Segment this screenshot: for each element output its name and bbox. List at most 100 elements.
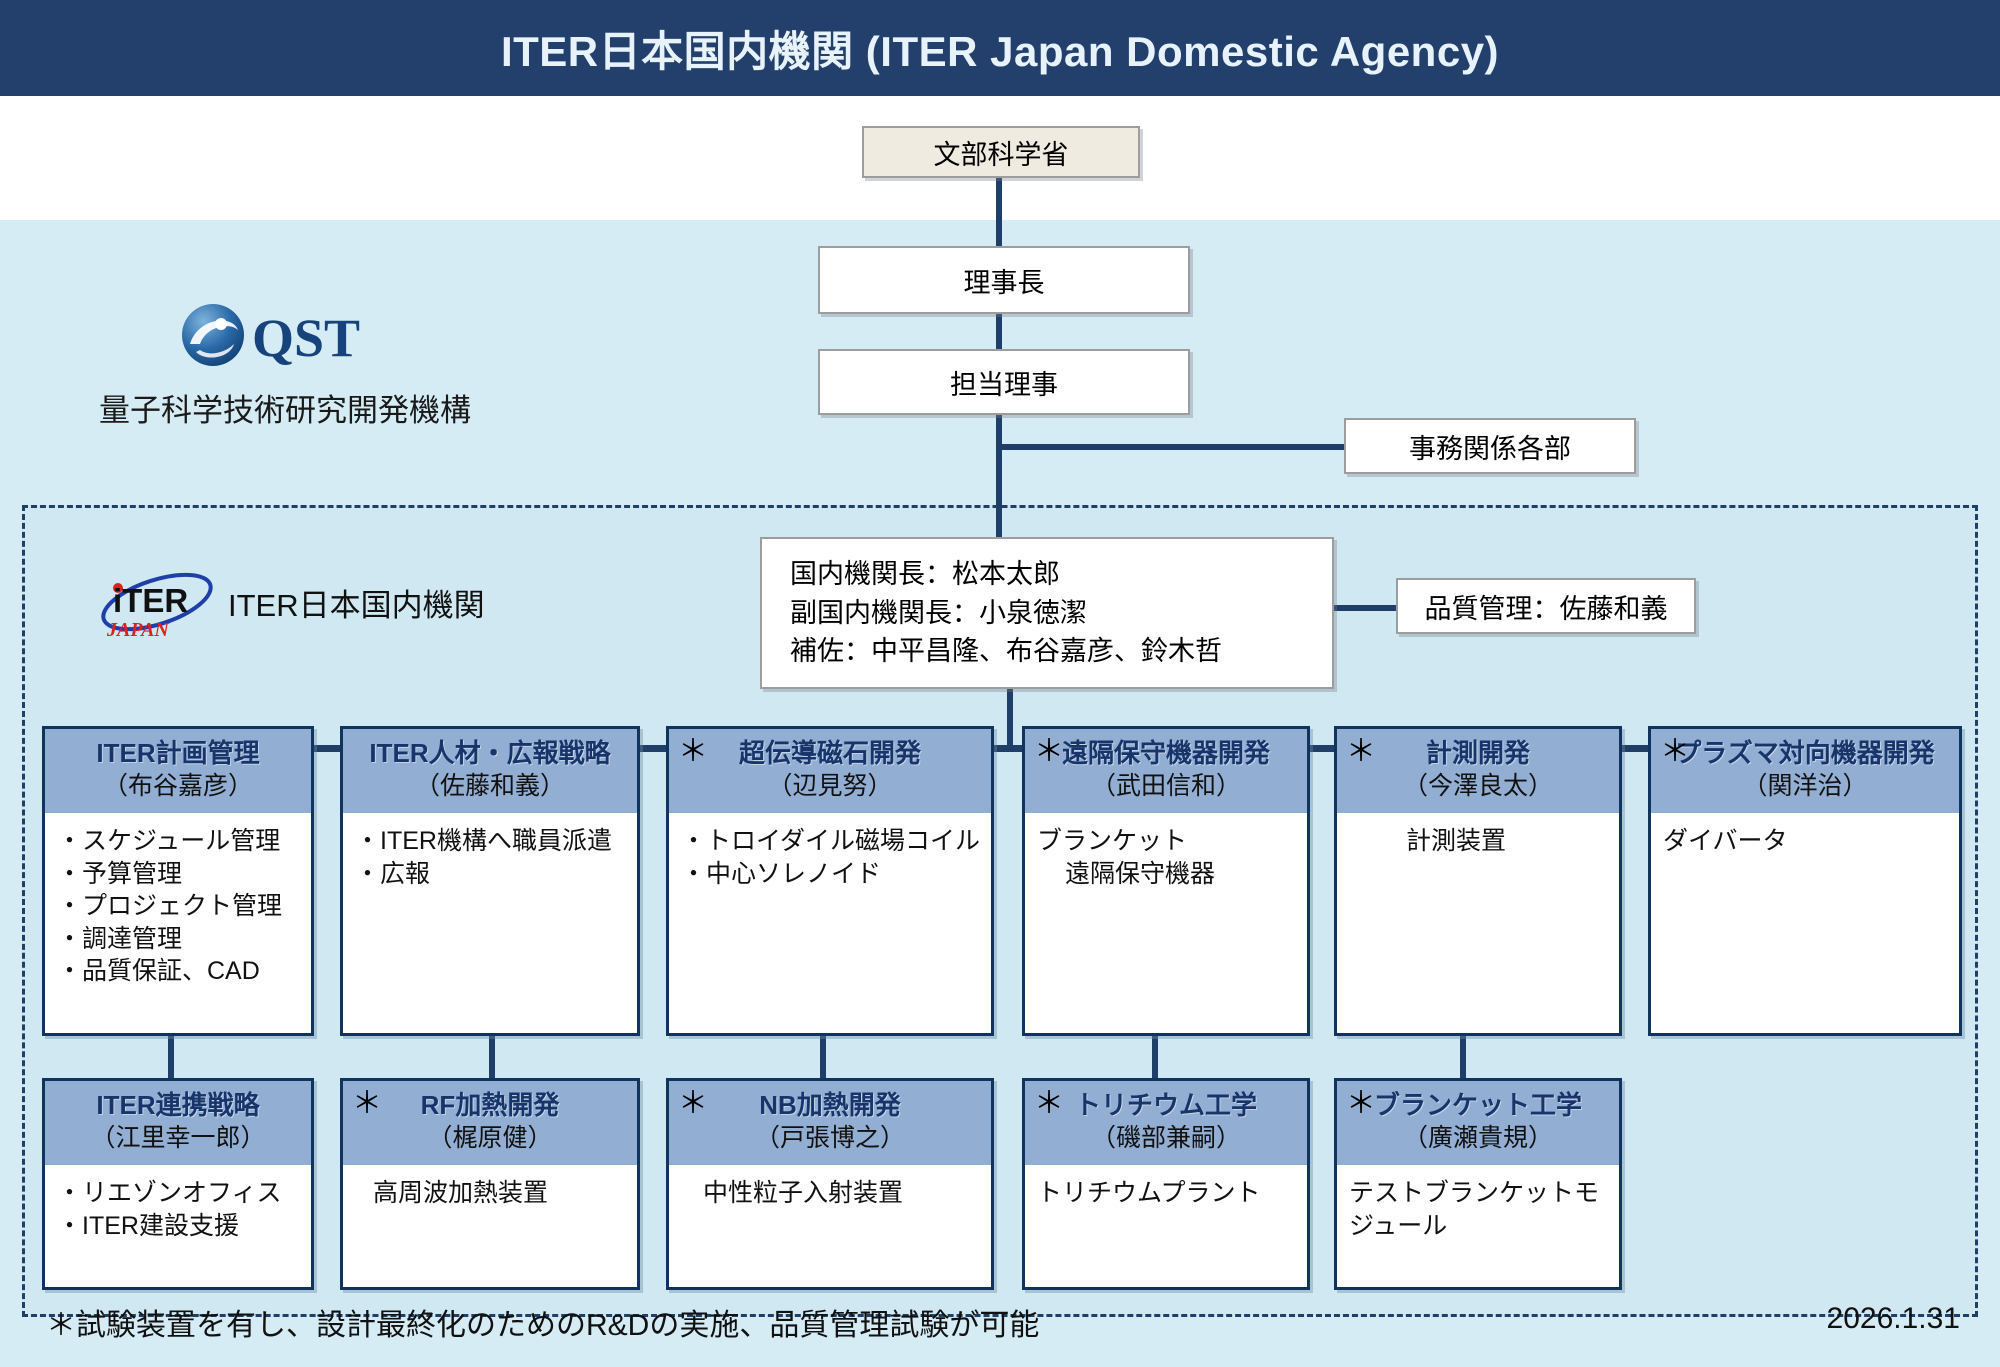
dept-item: ・ITER建設支援 — [57, 1211, 239, 1240]
dept-name: ITER計画管理 — [96, 738, 260, 768]
dept-card[interactable]: ＊ 計測開発 （今澤良太） 計測装置 — [1334, 726, 1622, 1036]
dept-item: 高周波加熱装置 — [373, 1179, 549, 1208]
connector-director-trunk — [996, 413, 1002, 543]
asterisk-marker: ＊ — [352, 1087, 382, 1120]
asterisk-marker: ＊ — [678, 1087, 708, 1120]
connector-ministry-president — [996, 176, 1002, 250]
dept-name: 超伝導磁石開発 — [738, 738, 921, 768]
dept-items: ・トロイダイル磁場コイル ・中心ソレノイド — [669, 813, 991, 1033]
dept-card[interactable]: ＊ 超伝導磁石開発 （辺見努） ・トロイダイル磁場コイル ・中心ソレノイド — [666, 726, 994, 1036]
dept-item: トリチウムプラント — [1037, 1179, 1261, 1208]
dept-lead: （戸張博之） — [754, 1124, 905, 1153]
dept-name: ITER連携戦略 — [96, 1090, 260, 1120]
asterisk-marker: ＊ — [1346, 735, 1376, 768]
quality-management-box[interactable]: 品質管理：佐藤和義 — [1396, 578, 1696, 634]
dept-item: ・調達管理 — [57, 924, 183, 953]
dept-card[interactable]: ITER連携戦略 （江里幸一郎） ・リエゾンオフィス ・ITER建設支援 — [42, 1078, 314, 1290]
assistants: 補佐：中平昌隆、布谷嘉彦、鈴木哲 — [790, 636, 1222, 667]
dept-items: テストブランケットモジュール — [1337, 1165, 1619, 1287]
dept-lead: （江里幸一郎） — [90, 1124, 266, 1153]
connector-riser-r2c4 — [1152, 1036, 1158, 1078]
dept-header: ＊ RF加熱開発 （梶原健） — [343, 1081, 637, 1166]
dept-item: 計測装置 — [1405, 827, 1506, 856]
dept-lead: （辺見努） — [767, 772, 893, 801]
quality-management-label: 品質管理：佐藤和義 — [1424, 593, 1668, 624]
dept-item: ・ITER機構へ職員派遣 — [355, 827, 612, 856]
president-box[interactable]: 理事長 — [818, 246, 1190, 314]
connector-riser-r2c5 — [1460, 1036, 1466, 1078]
dept-lead: （武田信和） — [1090, 772, 1241, 801]
dept-lead: （今澤良太） — [1402, 772, 1553, 801]
dept-items: ブランケット 遠隔保守機器 — [1025, 813, 1307, 1033]
asterisk-marker: ＊ — [1346, 1087, 1376, 1120]
dept-items: トリチウムプラント — [1025, 1165, 1307, 1287]
page-title: ITER日本国内機関 (ITER Japan Domestic Agency) — [500, 27, 1500, 75]
dept-item: ・予算管理 — [57, 859, 183, 888]
dept-item: テストブランケットモジュール — [1349, 1179, 1600, 1240]
admin-departments-label: 事務関係各部 — [1409, 433, 1571, 464]
dept-lead: （関洋治） — [1742, 772, 1868, 801]
asterisk-marker: ＊ — [1660, 735, 1690, 768]
qst-logo: QST — [180, 300, 380, 370]
dept-item: ・広報 — [355, 859, 431, 888]
dept-item: ・プロジェクト管理 — [57, 892, 283, 921]
dept-item: ・品質保証、CAD — [57, 957, 260, 986]
dept-card[interactable]: ITER計画管理 （布谷嘉彦） ・スケジュール管理 ・予算管理 ・プロジェクト管… — [42, 726, 314, 1036]
dept-item: ・トロイダイル磁場コイル — [681, 827, 981, 856]
admin-departments-box[interactable]: 事務関係各部 — [1344, 418, 1636, 474]
dept-item: ・中心ソレノイド — [681, 859, 882, 888]
dept-item: 遠隔保守機器 — [1065, 859, 1216, 888]
dept-header: ＊ 遠隔保守機器開発 （武田信和） — [1025, 729, 1307, 814]
dept-header: ITER連携戦略 （江里幸一郎） — [45, 1081, 311, 1166]
dept-header: ＊ 計測開発 （今澤良太） — [1337, 729, 1619, 814]
connector-director-admin — [996, 444, 1346, 450]
ministry-label: 文部科学省 — [933, 139, 1069, 170]
iter-leadership-box[interactable]: 国内機関長：松本太郎 副国内機関長：小泉徳潔 補佐：中平昌隆、布谷嘉彦、鈴木哲 — [760, 537, 1334, 689]
connector-riser-r2c2 — [489, 1036, 495, 1078]
iter-leadership-lines: 国内機関長：松本太郎 副国内機関長：小泉徳潔 補佐：中平昌隆、布谷嘉彦、鈴木哲 — [790, 555, 1222, 672]
connector-riser-r2c3 — [820, 1036, 826, 1078]
dept-header: ＊ ブランケット工学 （廣瀬貴規） — [1337, 1081, 1619, 1166]
director-box[interactable]: 担当理事 — [818, 349, 1190, 415]
dept-card[interactable]: ＊ 遠隔保守機器開発 （武田信和） ブランケット 遠隔保守機器 — [1022, 726, 1310, 1036]
dept-header: ＊ NB加熱開発 （戸張博之） — [669, 1081, 991, 1166]
dept-items: ダイバータ — [1651, 813, 1959, 1033]
dept-name: 計測開発 — [1425, 738, 1530, 768]
dept-lead: （佐藤和義） — [414, 772, 565, 801]
dept-name: RF加熱開発 — [420, 1090, 560, 1120]
connector-row1-bus — [168, 745, 1821, 752]
dept-card[interactable]: ＊ ブランケット工学 （廣瀬貴規） テストブランケットモジュール — [1334, 1078, 1622, 1290]
dept-header: ITER人材・広報戦略 （佐藤和義） — [343, 729, 637, 814]
chart-date: 2026.1.31 — [1826, 1302, 1960, 1335]
dept-items: ・リエゾンオフィス ・ITER建設支援 — [45, 1165, 311, 1287]
director-label: 担当理事 — [950, 369, 1058, 400]
deputy-head-of-agency: 副国内機関長：小泉徳潔 — [790, 597, 1087, 628]
dept-card[interactable]: ＊ プラズマ対向機器開発 （関洋治） ダイバータ — [1648, 726, 1962, 1036]
head-of-agency: 国内機関長：松本太郎 — [790, 558, 1060, 589]
dept-item: ダイバータ — [1663, 827, 1788, 856]
iter-japan-label: ITER日本国内機関 — [228, 588, 485, 623]
page-title-bar: ITER日本国内機関 (ITER Japan Domestic Agency) — [0, 0, 2000, 96]
connector-head-row1-trunk — [1007, 689, 1013, 751]
dept-card[interactable]: ＊ RF加熱開発 （梶原健） 高周波加熱装置 — [340, 1078, 640, 1290]
dept-items: 高周波加熱装置 — [343, 1165, 637, 1287]
dept-name: ITER人材・広報戦略 — [369, 738, 611, 768]
dept-card[interactable]: ＊ トリチウム工学 （磯部兼嗣） トリチウムプラント — [1022, 1078, 1310, 1290]
president-label: 理事長 — [963, 267, 1045, 298]
dept-card[interactable]: ITER人材・広報戦略 （佐藤和義） ・ITER機構へ職員派遣 ・広報 — [340, 726, 640, 1036]
svg-text:QST: QST — [252, 308, 360, 368]
ministry-box[interactable]: 文部科学省 — [862, 126, 1140, 178]
dept-header: ＊ プラズマ対向機器開発 （関洋治） — [1651, 729, 1959, 814]
dept-card[interactable]: ＊ NB加熱開発 （戸張博之） 中性粒子入射装置 — [666, 1078, 994, 1290]
connector-head-quality — [1328, 605, 1398, 611]
footnote-text: ＊試験装置を有し、設計最終化のためのR&Dの実施、品質管理試験が可能 — [46, 1309, 1040, 1342]
dept-name: プラズマ対向機器開発 — [1675, 738, 1935, 768]
dept-lead: （布谷嘉彦） — [102, 772, 253, 801]
dept-item: ブランケット — [1037, 827, 1188, 856]
dept-lead: （梶原健） — [427, 1124, 553, 1153]
dept-items: ・スケジュール管理 ・予算管理 ・プロジェクト管理 ・調達管理 ・品質保証、CA… — [45, 813, 311, 1033]
dept-items: 中性粒子入射装置 — [669, 1165, 991, 1287]
asterisk-marker: ＊ — [1034, 735, 1064, 768]
dept-lead: （磯部兼嗣） — [1090, 1124, 1241, 1153]
iter-japan-logo: iTER JAPAN — [95, 570, 225, 645]
